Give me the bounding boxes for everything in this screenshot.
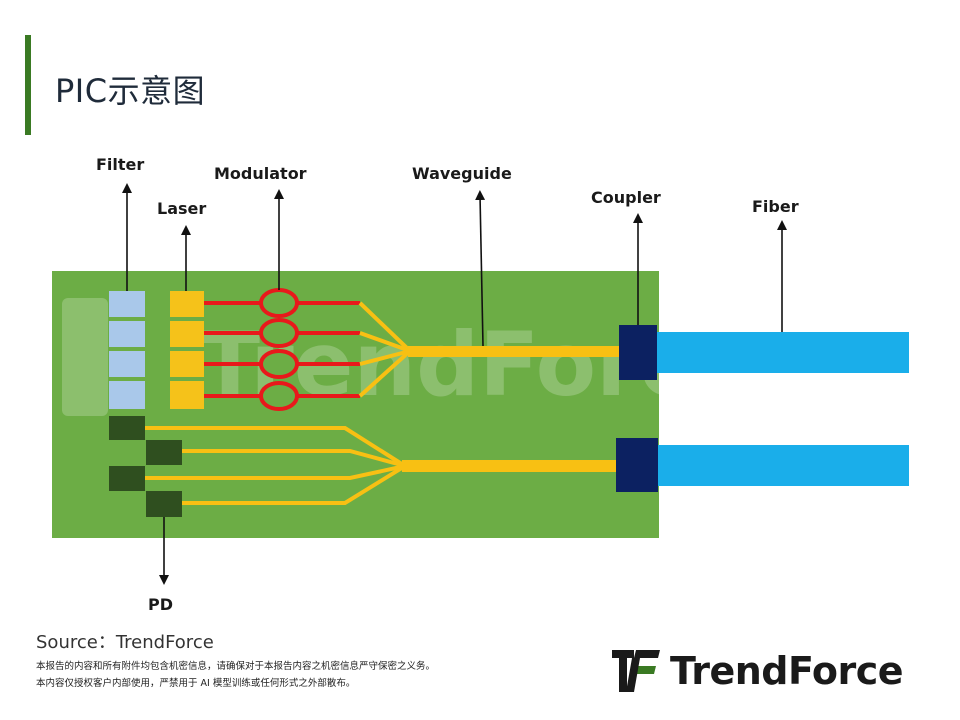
- label-fiber: Fiber: [752, 197, 799, 216]
- arrow-waveguide: [475, 190, 486, 347]
- pd-block: [146, 491, 182, 517]
- fiber-upper: [657, 332, 909, 373]
- label-laser: Laser: [157, 199, 206, 218]
- filter-block: [109, 291, 145, 317]
- waveguide-trunk-upper: [408, 346, 620, 357]
- modulator-ring: [259, 318, 299, 348]
- label-filter: Filter: [96, 155, 144, 174]
- coupler-lower: [616, 438, 658, 492]
- filter-block: [109, 321, 145, 347]
- pd-block: [109, 466, 145, 491]
- modulator-ring: [259, 288, 299, 318]
- label-coupler: Coupler: [591, 188, 661, 207]
- laser-block: [170, 291, 204, 317]
- coupler-upper: [619, 325, 657, 380]
- trendforce-logo-icon: [612, 650, 660, 692]
- source-note: Source：TrendForce: [36, 632, 214, 653]
- label-modulator: Modulator: [214, 164, 307, 183]
- disclaimer-line-1: 本报告的内容和所有附件均包含机密信息，请确保对于本报告内容之机密信息严守保密之义…: [36, 661, 436, 672]
- filter-stack: [109, 291, 145, 409]
- brand-logo: TrendForce: [612, 648, 904, 694]
- modulator-ring: [259, 349, 299, 379]
- modulator-ring: [259, 381, 299, 411]
- filter-block: [109, 351, 145, 377]
- page-title: PIC示意图: [55, 72, 206, 110]
- brand-name: TrendForce: [670, 649, 904, 693]
- fiber-lower: [658, 445, 909, 486]
- laser-block: [170, 381, 204, 409]
- label-waveguide: Waveguide: [412, 164, 512, 183]
- modulator-array: [204, 288, 360, 411]
- filter-block: [109, 381, 145, 409]
- pd-array: [109, 416, 182, 517]
- laser-stack: [170, 291, 204, 409]
- waveguide-lower: [145, 426, 407, 505]
- pd-block: [109, 416, 145, 440]
- title-accent-bar: [25, 35, 31, 135]
- label-pd: PD: [148, 595, 173, 614]
- waveguide-upper: [358, 301, 412, 398]
- label-arrows: [122, 183, 787, 585]
- pd-block: [146, 440, 182, 465]
- waveguide-trunk-lower: [402, 460, 618, 472]
- disclaimer-line-2: 本内容仅授权客户内部使用，严禁用于 AI 模型训练或任何形式之外部散布。: [36, 678, 356, 689]
- laser-block: [170, 351, 204, 377]
- laser-block: [170, 321, 204, 347]
